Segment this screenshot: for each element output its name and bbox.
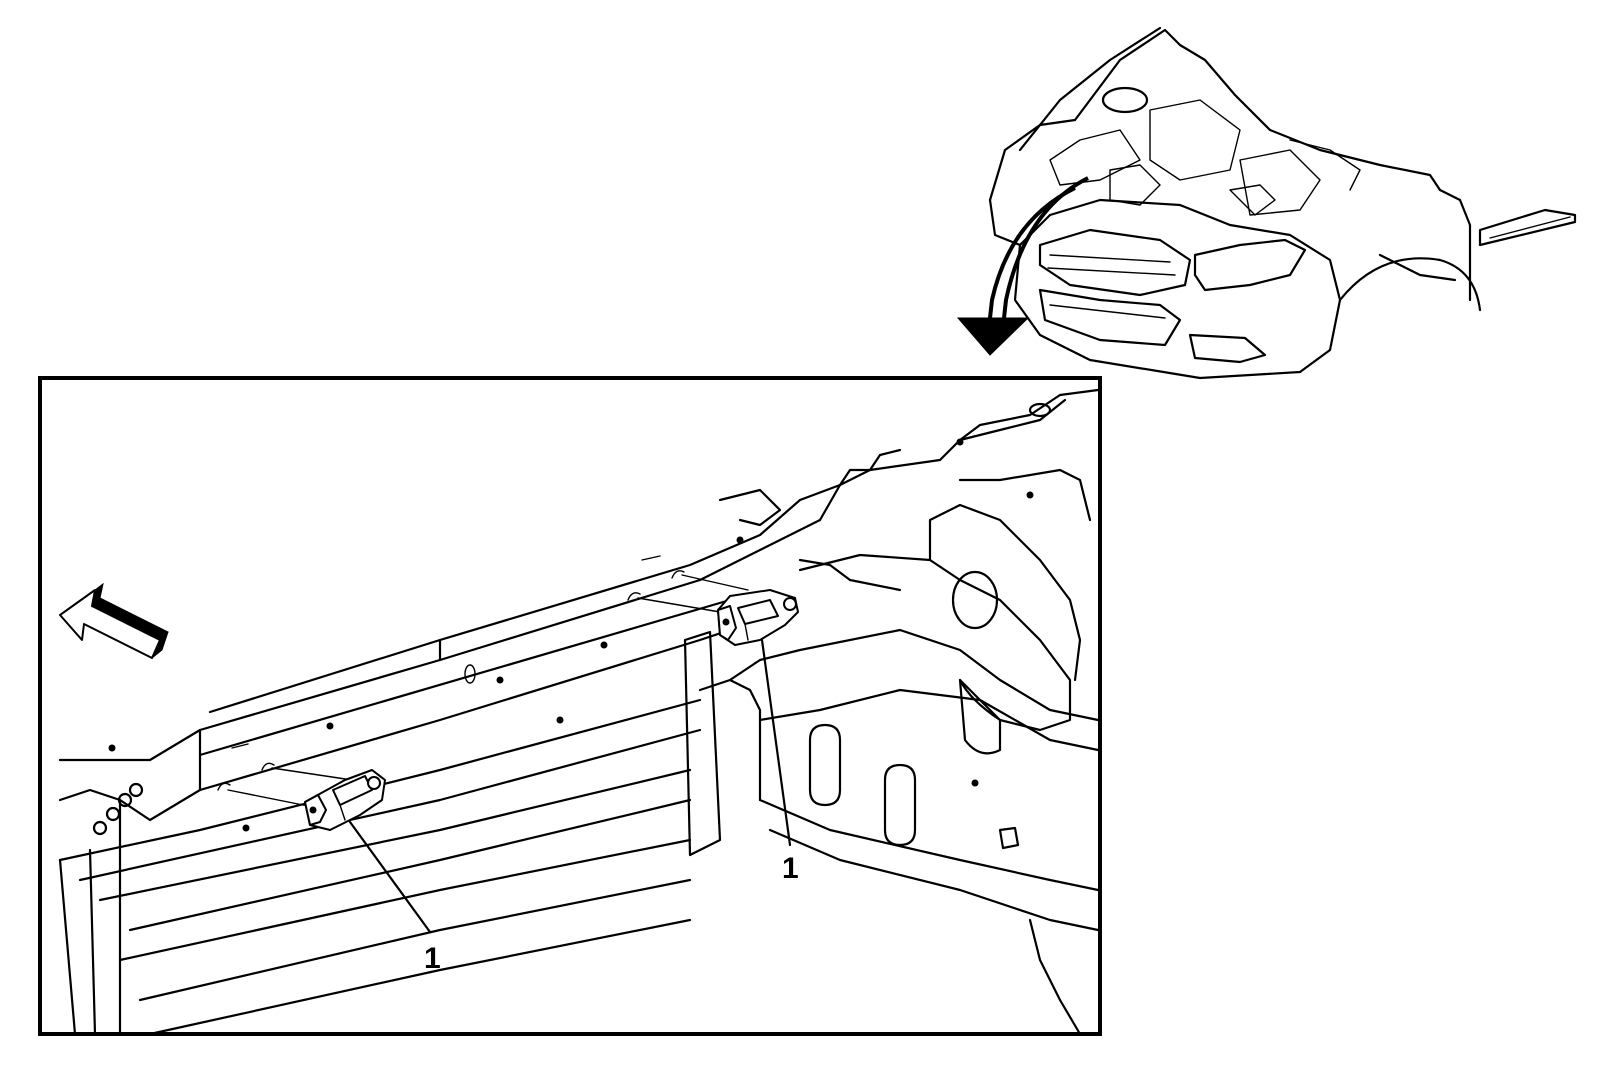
callout-label-right: 1 (782, 852, 799, 885)
vehicle-front-overview (988, 26, 1577, 380)
callout-label-left: 1 (424, 942, 441, 975)
callout-leader-right (760, 638, 792, 847)
curved-view-arrow-icon (956, 176, 1089, 356)
front-direction-arrow-icon (59, 582, 169, 659)
callout-leader-left (348, 820, 432, 934)
impact-sensor-left (217, 743, 386, 831)
detail-view-drawing (58, 388, 1100, 1036)
impact-sensor-right (627, 555, 799, 646)
clip-group (92, 782, 144, 836)
detail-view-frame (38, 376, 1102, 1036)
